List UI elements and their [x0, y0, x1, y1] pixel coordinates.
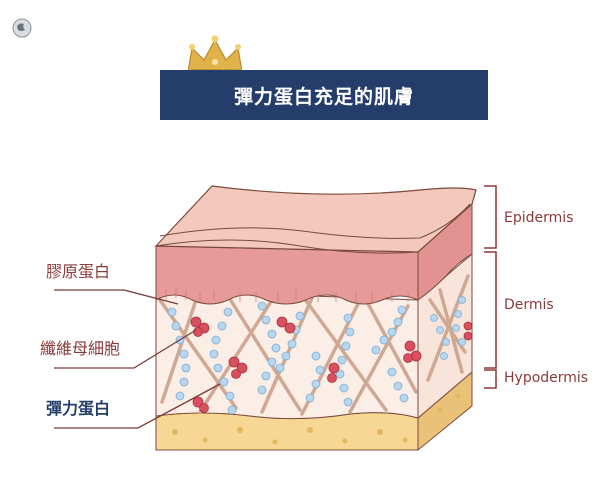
label-collagen: 膠原蛋白: [46, 258, 110, 282]
label-hypodermis: Hypodermis: [504, 370, 588, 386]
epidermis-band-front: [156, 246, 418, 304]
label-elastin: 彈力蛋白: [46, 395, 110, 419]
label-dermis: Dermis: [504, 297, 554, 313]
label-fibroblast: 纖維母細胞: [40, 335, 120, 359]
label-epidermis: Epidermis: [504, 210, 573, 226]
epidermis-top: [156, 186, 476, 252]
layer-brackets: [484, 186, 496, 388]
